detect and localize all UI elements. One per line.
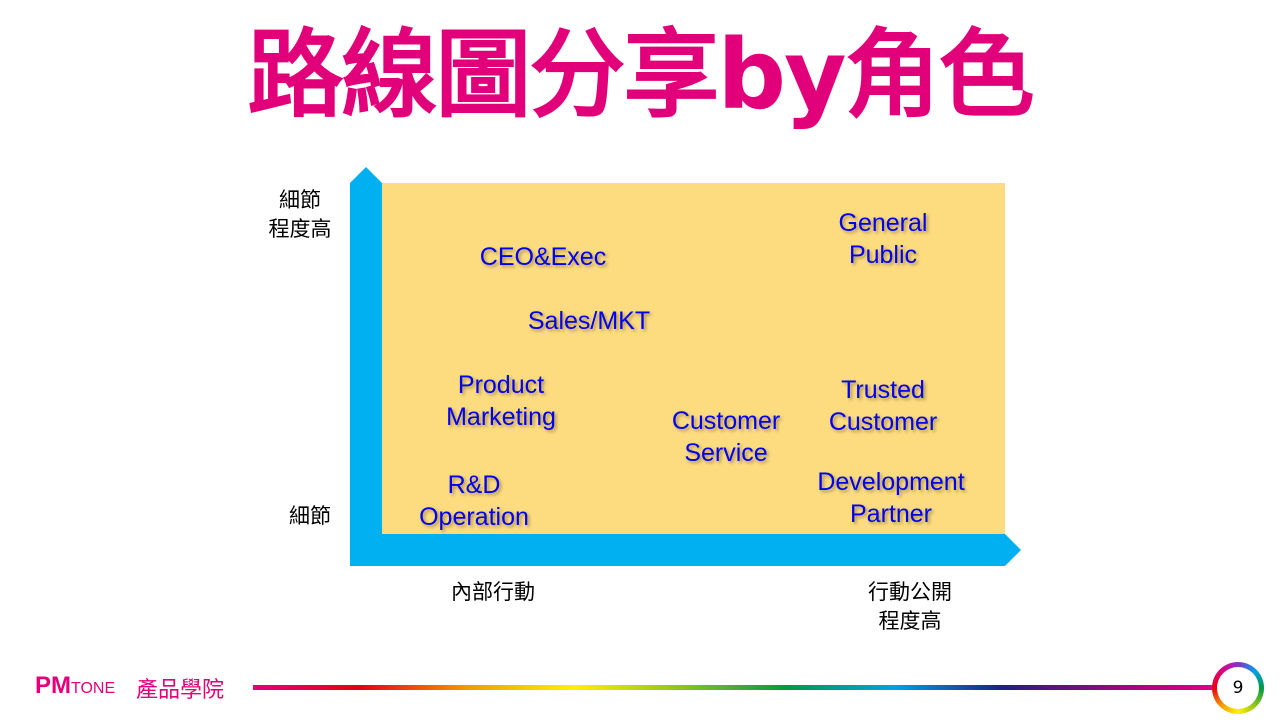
x-axis-arrow [350, 534, 1021, 566]
school-name: 產品學院 [136, 678, 225, 703]
role-rnd-operation: R&D Operation [419, 471, 529, 531]
x-axis-low-label: 內部行動 [451, 580, 535, 604]
quadrant-area [382, 183, 1005, 534]
role-ceo-exec: CEO&Exec [479, 243, 607, 271]
page-number-badge: 9 [1212, 662, 1264, 714]
role-sales-mkt: Sales/MKT [527, 307, 651, 335]
page-title: 路線圖分享by角色 [247, 19, 1034, 131]
role-customer-service: Customer Service [671, 407, 781, 467]
role-general-public: General Public [838, 209, 928, 269]
role-trusted-customer: Trusted Customer [828, 376, 938, 436]
rainbow-divider [253, 685, 1215, 690]
y-axis-arrow [350, 167, 382, 566]
y-axis-low-label: 細節 [289, 504, 331, 528]
x-axis-high-label: 行動公開 程度高 [868, 580, 952, 633]
logo-tone: TONE [71, 680, 116, 697]
pmtone-logo: PMTONE [35, 672, 115, 700]
y-axis-high-label: 細節 程度高 [268, 188, 332, 241]
role-development-partner: Development Partner [817, 468, 965, 528]
page-number: 9 [1217, 667, 1259, 709]
logo-pm: PM [35, 672, 71, 699]
role-product-marketing: Product Marketing [446, 371, 556, 431]
